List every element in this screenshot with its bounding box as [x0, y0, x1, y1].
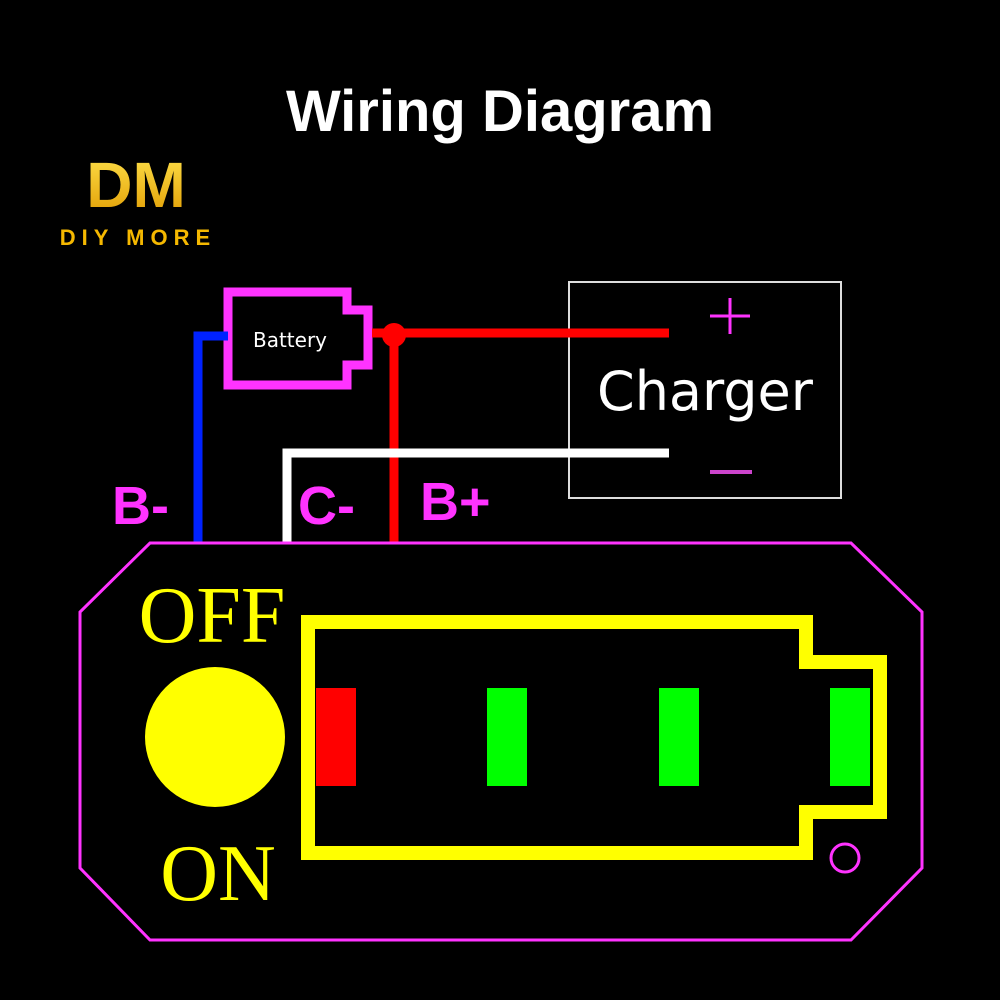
logo-mark: DM — [86, 149, 186, 221]
terminal-b-minus: B- — [112, 476, 169, 536]
switch-on-label: ON — [160, 830, 276, 918]
terminal-b-plus: B+ — [420, 472, 491, 532]
battery-indicator-outline — [301, 615, 887, 860]
terminal-c-minus: C- — [298, 476, 355, 536]
diy-more-logo: DM DIY MORE — [60, 149, 216, 250]
switch-off-label: OFF — [139, 572, 286, 660]
charger-plus-icon — [710, 298, 750, 334]
logo-brand: DIY MORE — [60, 225, 216, 250]
charger-box: Charger — [568, 281, 842, 499]
charger-label: Charger — [597, 360, 814, 423]
wire-c-minus — [282, 448, 669, 543]
battery-level-cell-red — [316, 688, 356, 786]
charger-outline — [568, 281, 842, 499]
module-outline — [78, 541, 924, 942]
battery-level-cells — [316, 688, 870, 786]
page-title: Wiring Diagram — [285, 79, 715, 144]
wire-junction — [382, 323, 406, 347]
switch-button[interactable] — [145, 667, 285, 807]
battery-symbol: Battery — [223, 287, 373, 390]
battery-level-cell-green — [830, 688, 870, 786]
battery-label: Battery — [253, 328, 327, 352]
wire-b-minus — [193, 331, 228, 543]
battery-level-cell-green — [659, 688, 699, 786]
battery-level-cell-green — [487, 688, 527, 786]
mounting-hole-icon — [829, 842, 861, 874]
battery-outline — [223, 287, 373, 390]
